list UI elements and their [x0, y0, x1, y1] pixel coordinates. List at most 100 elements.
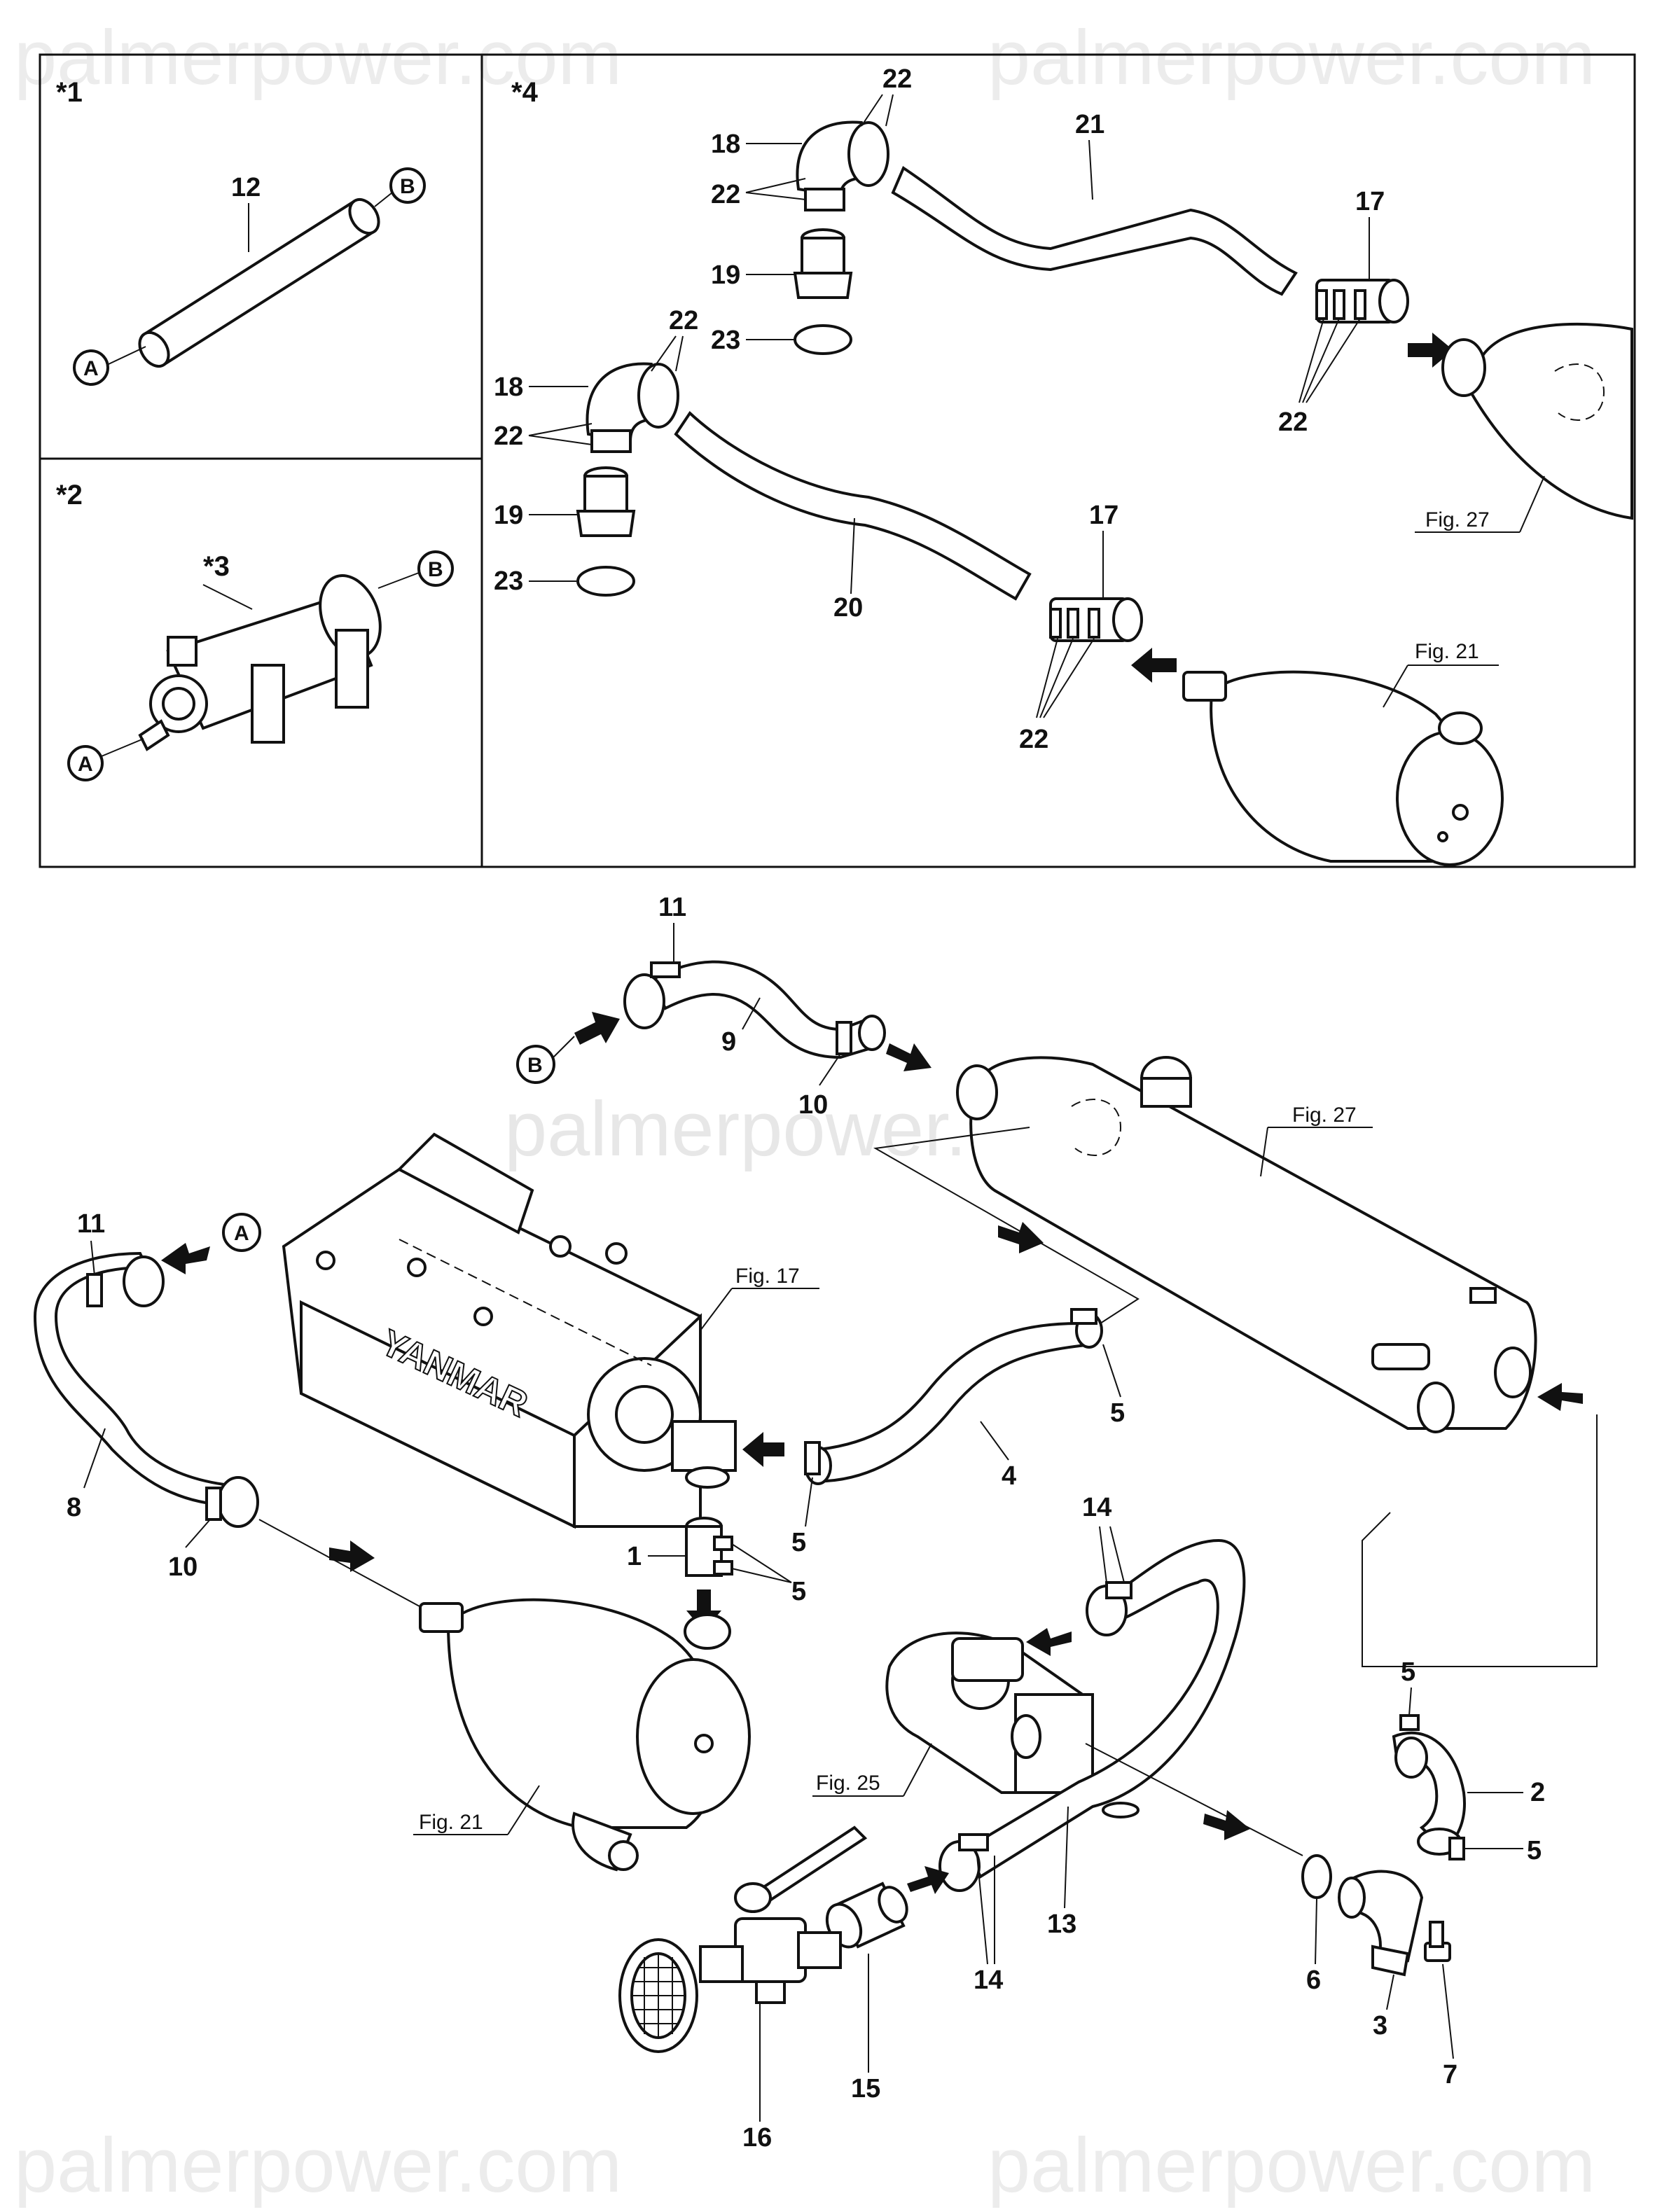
part-label-19-u: 19: [711, 260, 740, 290]
flow-arrow-15-to-13: [907, 1866, 949, 1894]
part-label-4: 4: [1002, 1461, 1016, 1491]
pump-fig25: [885, 1632, 1094, 1794]
elbow-18-upper: [796, 120, 889, 211]
hose-20: [674, 410, 1032, 601]
muffler-fig27-inset: [1441, 322, 1633, 520]
part-label-5-e: 5: [1527, 1836, 1542, 1865]
part-label-10-left: 10: [168, 1552, 198, 1582]
circle-a-inset2-label: A: [78, 753, 93, 776]
inset-1-label: *1: [56, 77, 83, 108]
o-ring-23-lower: [576, 566, 635, 597]
part-label-9: 9: [721, 1027, 736, 1057]
fig-ref-27-inset: Fig. 27: [1425, 508, 1490, 531]
circle-b-inset2: [417, 550, 454, 587]
nipple-19-lower: [576, 466, 636, 537]
elbow-18-lower: [586, 362, 679, 453]
inset-2-label: *2: [56, 480, 83, 510]
part-label-10-top: 10: [798, 1090, 828, 1120]
hose-8: [33, 1251, 259, 1528]
part-label-star3: *3: [203, 551, 230, 582]
hose-2: [1392, 1714, 1466, 1860]
part-label-1: 1: [627, 1542, 642, 1571]
part-label-8: 8: [67, 1493, 81, 1522]
circle-a-inset1-label: A: [83, 357, 99, 380]
part-label-18-l: 18: [494, 373, 523, 402]
part-label-21: 21: [1075, 110, 1104, 139]
fig-ref-17: Fig. 17: [735, 1265, 800, 1288]
inset-frame: [39, 53, 1636, 868]
engine-fig17: YANMAR: [282, 1132, 737, 1529]
watermark-bottom-right: palmerpower.com: [988, 2122, 1595, 2208]
part-label-7: 7: [1443, 2060, 1457, 2089]
part-label-15: 15: [851, 2074, 880, 2103]
part-label-14-bottom: 14: [974, 1966, 1003, 1995]
inset-4-label: *4: [511, 77, 539, 108]
heat-exchanger-3: [138, 573, 382, 751]
part-label-14-top: 14: [1082, 1493, 1111, 1522]
part-label-17-u: 17: [1355, 187, 1385, 216]
part-label-3: 3: [1373, 2011, 1387, 2040]
flow-arrow-4-in: [742, 1432, 784, 1467]
flow-arrow-27-to-4: [998, 1222, 1044, 1253]
fig-ref-27-main: Fig. 27: [1292, 1104, 1357, 1127]
circle-b-main: [516, 1045, 555, 1084]
part-label-5-b: 5: [791, 1528, 806, 1557]
part-label-5-c: 5: [791, 1577, 806, 1606]
part-label-5-d: 5: [1401, 1657, 1415, 1687]
part-label-17-l: 17: [1089, 501, 1119, 530]
part-label-20: 20: [833, 593, 863, 622]
hose-4: [804, 1308, 1103, 1485]
circle-b-inset1: [389, 167, 426, 204]
hose-21: [891, 166, 1298, 296]
part-label-6: 6: [1306, 1966, 1321, 1995]
watermark-bottom-left: palmerpower.com: [14, 2122, 622, 2208]
part-label-11-top: 11: [658, 893, 686, 922]
part-label-5-a: 5: [1110, 1398, 1125, 1428]
part-label-19-l: 19: [494, 501, 523, 530]
fig-ref-21-inset: Fig. 21: [1415, 640, 1479, 663]
part-label-12: 12: [231, 173, 261, 202]
inset-1: *1 12 A B: [56, 77, 426, 386]
part-label-22-l2: 22: [494, 422, 523, 451]
part-label-22-u2: 22: [711, 180, 740, 209]
flow-arrow-21-to-8: [329, 1540, 375, 1572]
circle-a-main-label: A: [234, 1222, 249, 1245]
flow-arrow-9-out: [886, 1043, 932, 1071]
watermark-top-left: palmerpower.com: [14, 15, 622, 101]
clamp-17-upper: [1315, 279, 1409, 324]
circle-a-inset2: [67, 745, 104, 781]
pipe-12: [138, 197, 380, 368]
part-label-11-left: 11: [77, 1209, 105, 1239]
bolt-7: [1424, 1921, 1451, 1962]
hose-9: [623, 960, 886, 1059]
fitting-1: [685, 1517, 733, 1577]
nipple-19-upper: [793, 228, 853, 299]
elbow-3: [1338, 1870, 1424, 1977]
hose-13-14: [939, 1538, 1246, 1892]
flow-arrow-2-to-27: [1537, 1383, 1583, 1411]
fig-ref-21-main: Fig. 21: [419, 1811, 483, 1834]
inset-2: *2 *3 A B: [56, 480, 454, 781]
part-label-22-u3: 22: [1278, 408, 1308, 437]
flow-arrow-inset4-upper: [1408, 333, 1453, 368]
flow-arrow-inset4-lower: [1131, 648, 1177, 683]
part-label-22-l1: 22: [669, 306, 698, 335]
part-label-18-u: 18: [711, 130, 740, 159]
circle-b-inset2-label: B: [428, 558, 443, 581]
fig-ref-25: Fig. 25: [816, 1772, 880, 1795]
part-label-23-l: 23: [494, 566, 523, 596]
part-label-22-l3: 22: [1019, 725, 1048, 754]
muffler-fig21-inset: [1182, 670, 1504, 866]
part-label-13: 13: [1047, 1910, 1076, 1939]
flow-arrow-pump-out: [1203, 1810, 1250, 1840]
circle-b-main-label: B: [527, 1054, 543, 1077]
watermark-top-right: palmerpower.com: [988, 15, 1595, 101]
part-label-23-u: 23: [711, 326, 740, 355]
flow-arrow-a: [161, 1243, 210, 1274]
circle-a-inset1: [73, 349, 109, 386]
muffler-fig27-main: [956, 1056, 1537, 1433]
inset-4: *4 22 18 22 19 23 21: [494, 64, 1633, 866]
clamp-17-lower: [1049, 597, 1143, 642]
muffler-fig21-main: [419, 1598, 751, 1872]
o-ring-23-upper: [794, 324, 852, 355]
